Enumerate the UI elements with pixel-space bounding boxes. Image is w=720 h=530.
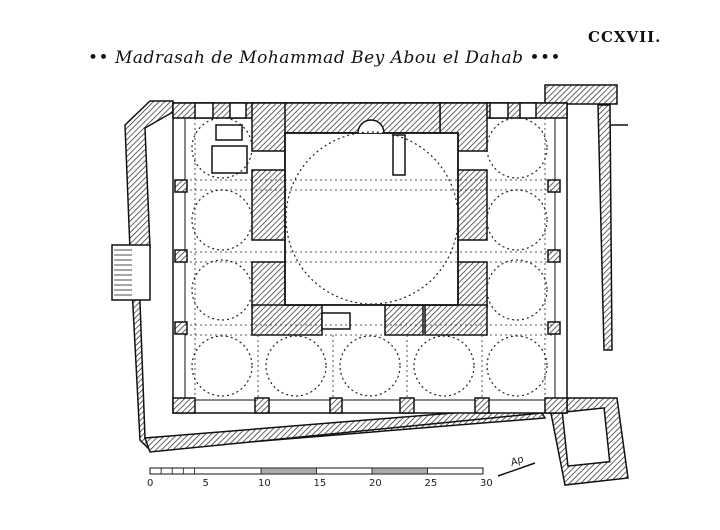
scale-bar-segment bbox=[371, 467, 428, 475]
wall-pier bbox=[454, 261, 488, 308]
scale-label: 20 bbox=[369, 478, 382, 489]
south-pier bbox=[172, 397, 196, 414]
bay-dome bbox=[486, 259, 548, 321]
scale-bar: 0 5 10 15 20 25 30 bbox=[147, 467, 493, 489]
window-opening bbox=[194, 102, 214, 119]
bay-dome bbox=[413, 335, 475, 397]
wall-pier bbox=[251, 304, 323, 336]
title-text: Madrasah de Mohammad Bey Abou el Dahab bbox=[114, 48, 524, 68]
wall-pier bbox=[384, 304, 424, 336]
minbar-stair bbox=[392, 134, 406, 176]
wall-pier bbox=[454, 169, 488, 241]
wall-pier bbox=[251, 169, 288, 241]
title-ornament-right: ••• bbox=[529, 48, 562, 68]
bay-dome bbox=[265, 335, 327, 397]
scale-label: 15 bbox=[314, 478, 327, 489]
side-pier bbox=[174, 179, 188, 193]
window-opening bbox=[229, 102, 247, 119]
title-ornament-left: •• bbox=[88, 48, 110, 68]
side-pier bbox=[547, 321, 561, 335]
scale-bar-segment bbox=[260, 467, 317, 475]
chamber-doorway bbox=[321, 312, 351, 330]
tomb-cenotaph bbox=[211, 145, 248, 174]
bay-dome bbox=[486, 189, 548, 251]
side-pier bbox=[174, 321, 188, 335]
bay-dome bbox=[191, 117, 253, 179]
side-pier bbox=[547, 249, 561, 263]
bay-dome bbox=[191, 189, 253, 251]
scale-label: 10 bbox=[258, 478, 271, 489]
south-pier bbox=[474, 397, 490, 414]
bay-dome bbox=[486, 117, 548, 179]
signature: Ap bbox=[508, 454, 525, 469]
southeast-annex-room bbox=[561, 407, 611, 467]
east-strip bbox=[597, 104, 613, 351]
central-domed-chamber bbox=[284, 132, 459, 306]
scale-label: 25 bbox=[425, 478, 438, 489]
signature-underline bbox=[497, 462, 536, 477]
plan-title: •• Madrasah de Mohammad Bey Abou el Daha… bbox=[88, 48, 561, 68]
tomb-cenotaph bbox=[215, 124, 243, 141]
south-pier bbox=[254, 397, 270, 414]
west-entrance-stair bbox=[111, 244, 151, 301]
bay-dome bbox=[191, 335, 253, 397]
wall-pier bbox=[424, 304, 488, 336]
scale-label: 5 bbox=[203, 478, 209, 489]
wall-pier bbox=[251, 261, 288, 308]
south-pier bbox=[544, 397, 568, 414]
south-pier bbox=[399, 397, 415, 414]
side-pier bbox=[547, 179, 561, 193]
scale-label: 0 bbox=[147, 478, 153, 489]
wall-pier bbox=[251, 102, 288, 152]
central-dome bbox=[285, 131, 459, 305]
side-pier bbox=[174, 249, 188, 263]
window-opening bbox=[519, 102, 537, 119]
scale-label: 30 bbox=[480, 478, 493, 489]
south-pier bbox=[329, 397, 343, 414]
bay-dome bbox=[339, 335, 401, 397]
window-opening bbox=[489, 102, 509, 119]
bay-dome bbox=[486, 335, 548, 397]
bay-dome bbox=[191, 259, 253, 321]
mihrab-niche bbox=[357, 119, 385, 134]
northeast-stair bbox=[544, 84, 618, 105]
plate-number: CCXVII. bbox=[588, 28, 662, 46]
